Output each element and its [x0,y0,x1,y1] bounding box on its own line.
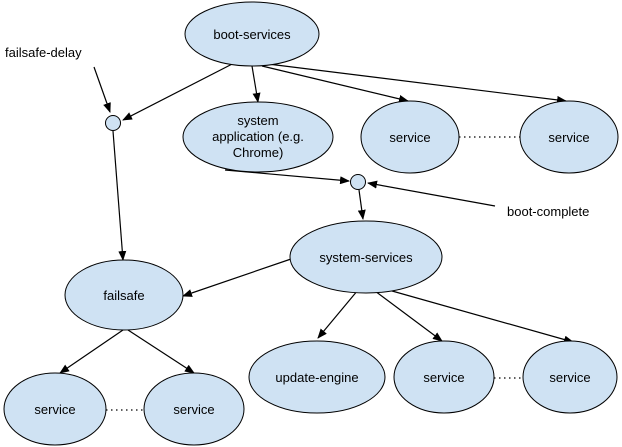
node-service-top-1-label: service [389,130,430,145]
edge-system-services-to-service-mid-1 [374,290,443,342]
node-service-mid-2-label: service [549,370,590,385]
node-service-top-1: service [360,100,460,174]
node-service-mid-2: service [522,340,618,414]
node-system-application-label-line3: Chrome) [233,145,284,160]
node-boot-services-label: boot-services [213,27,291,42]
edge-system-services-to-failsafe [182,258,292,297]
edge-boot-services-to-failsafe-junction [122,59,241,121]
node-service-bot-2-label: service [173,402,214,417]
edge-failsafe-delay-to-junction [93,66,111,113]
node-service-top-2-label: service [548,130,589,145]
node-failsafe-label: failsafe [103,288,144,303]
node-service-mid-1-label: service [423,370,464,385]
node-system-services: system-services [289,220,443,294]
node-service-bot-1: service [3,372,107,446]
edge-boot-services-to-system-app [251,65,261,103]
edge-system-services-to-service-mid-2 [384,288,574,344]
failsafe-junction [105,115,121,131]
edge-boot-junction-to-system-services [357,189,366,220]
edges [59,59,574,411]
node-service-top-2: service [519,100,619,174]
node-system-application-label-line1: system [237,113,278,128]
node-service-mid-1: service [393,340,495,414]
edge-system-services-to-update-engine [317,289,359,339]
node-service-bot-2: service [143,372,245,446]
node-system-application: system application (e.g. Chrome) [182,101,334,173]
edge-failsafe-to-service-bot-2 [127,329,195,374]
node-failsafe: failsafe [64,259,184,331]
boot-complete-junction [350,174,366,190]
node-update-engine: update-engine [248,340,386,414]
edge-boot-complete-to-junction [367,180,496,207]
edge-boot-services-to-service-top-1 [261,65,409,103]
node-system-services-label: system-services [319,250,413,265]
edge-junction-to-failsafe [112,130,127,261]
node-system-application-label-line2: application (e.g. [212,129,304,144]
node-service-bot-1-label: service [34,402,75,417]
node-boot-services: boot-services [184,1,320,67]
edge-failsafe-to-service-bot-1 [59,329,124,374]
failsafe-delay-label: failsafe-delay [5,45,82,60]
boot-complete-label: boot-complete [507,204,589,219]
edge-boot-services-to-service-top-2 [267,63,567,104]
node-update-engine-label: update-engine [275,370,358,385]
